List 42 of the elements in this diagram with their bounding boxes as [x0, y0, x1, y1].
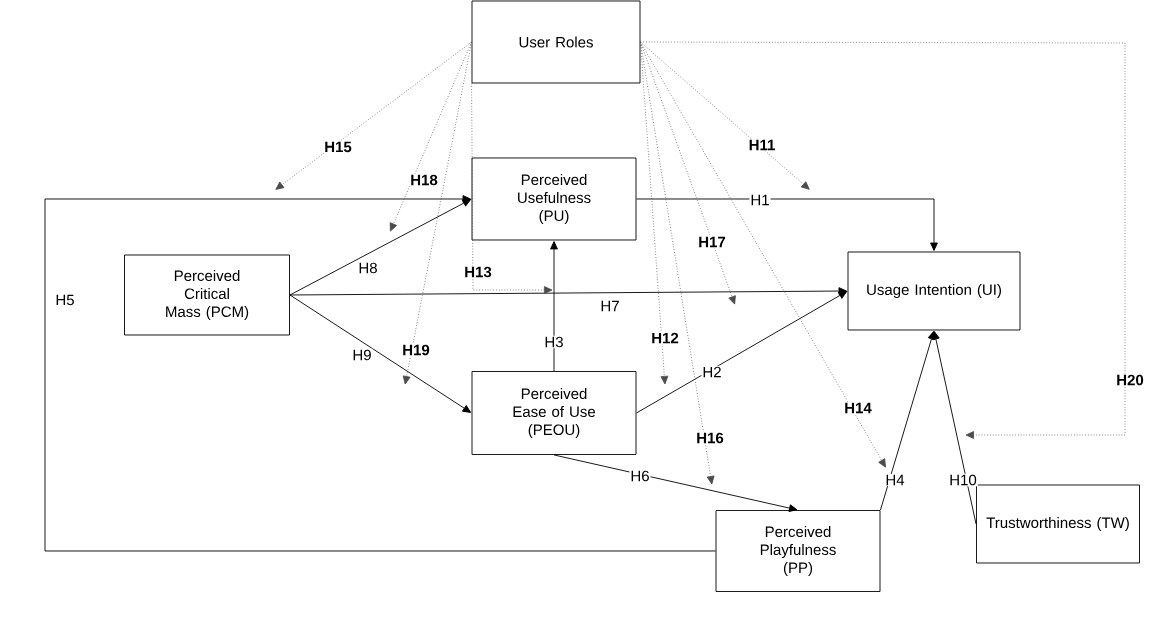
- arrow: [275, 41, 472, 190]
- edge-label: H7: [599, 299, 621, 313]
- arrow: [636, 198, 938, 251]
- edge-label: H8: [357, 261, 379, 275]
- construct-box: Perceived Playfulness (PP): [715, 510, 881, 592]
- arrow: [402, 41, 472, 385]
- edge-label: H12: [650, 331, 680, 345]
- edge-label: H2: [701, 365, 723, 379]
- arrow: [289, 287, 847, 296]
- edge-label: H5: [54, 293, 76, 307]
- edge-label: H10: [948, 473, 978, 487]
- arrow: [550, 241, 558, 372]
- arrow: [289, 199, 472, 296]
- arrow: [636, 291, 848, 414]
- edge-label: H17: [697, 235, 727, 249]
- construct-box: Perceived Ease of Use (PEOU): [471, 371, 637, 455]
- edge-label: H14: [843, 401, 873, 415]
- arrow: [44, 195, 716, 552]
- edge-label: H16: [695, 431, 725, 445]
- arrow: [640, 41, 886, 468]
- edge-label: H15: [323, 140, 353, 154]
- arrow: [471, 83, 553, 294]
- construct-box: Perceived Critical Mass (PCM): [124, 254, 290, 336]
- arrow: [640, 41, 1126, 439]
- edge-label: H6: [629, 469, 651, 483]
- edge-label: H13: [463, 265, 493, 279]
- edge-label: H11: [747, 138, 777, 152]
- arrow: [553, 454, 798, 512]
- edge-label: H20: [1115, 373, 1145, 387]
- construct-box: Perceived Usefulness (PU): [471, 157, 637, 241]
- arrow: [880, 331, 936, 511]
- construct-box: Usage Intention (UI): [847, 251, 1021, 331]
- edge-label: H1: [749, 193, 771, 207]
- construct-box: User Roles: [471, 0, 641, 84]
- edge-label: H18: [409, 173, 439, 187]
- edge-label: H9: [351, 348, 373, 362]
- edge-label: H19: [401, 343, 431, 357]
- arrow: [932, 331, 977, 525]
- arrow: [289, 294, 472, 413]
- edge-label: H3: [543, 335, 565, 349]
- edge-label: H4: [884, 473, 906, 487]
- construct-box: Trustworthiness (TW): [976, 484, 1140, 564]
